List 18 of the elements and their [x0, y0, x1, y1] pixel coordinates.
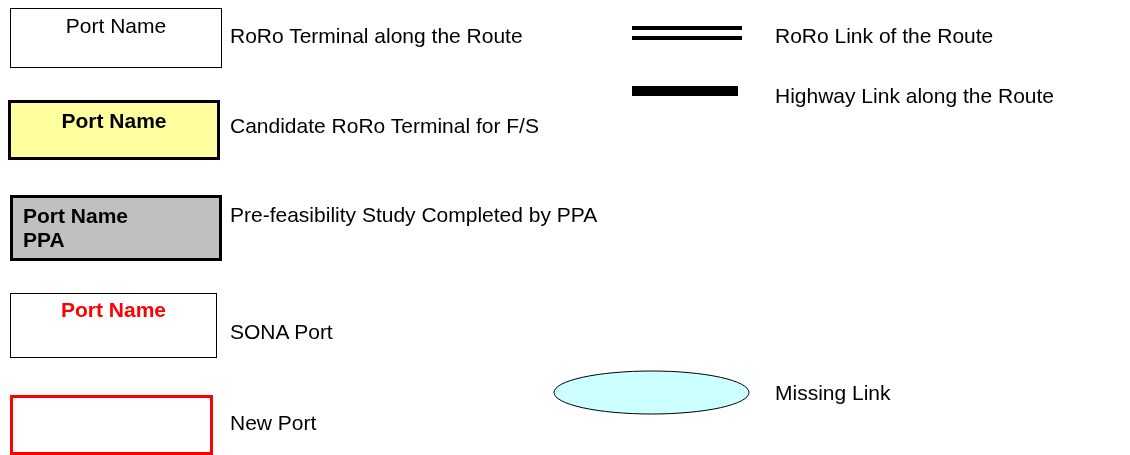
- legend-description: RoRo Terminal along the Route: [230, 24, 523, 48]
- legend-description: SONA Port: [230, 320, 333, 344]
- port-name: Port Name: [60, 297, 167, 322]
- legend-label: RoRo Link of the Route: [775, 24, 994, 48]
- legend-description: Pre-feasibility Study Completed by PPA: [230, 203, 598, 227]
- legend-description: New Port: [230, 411, 317, 435]
- legend-description: Missing Link: [775, 381, 891, 405]
- port-name: Port Name PPA: [22, 203, 130, 252]
- port-name: Port Name: [64, 13, 168, 38]
- missing-link-ellipse: [553, 370, 750, 415]
- candidate-terminal-box: [8, 100, 220, 160]
- new-port-box: [10, 395, 213, 455]
- terminal-box: [10, 8, 222, 68]
- port-name: Port Name: [60, 108, 168, 133]
- legend-description: Candidate RoRo Terminal for F/S: [230, 114, 539, 138]
- legend-label: Highway Link along the Route: [775, 84, 1054, 108]
- study-port-box: [10, 195, 222, 261]
- sona-port-box: [10, 293, 217, 358]
